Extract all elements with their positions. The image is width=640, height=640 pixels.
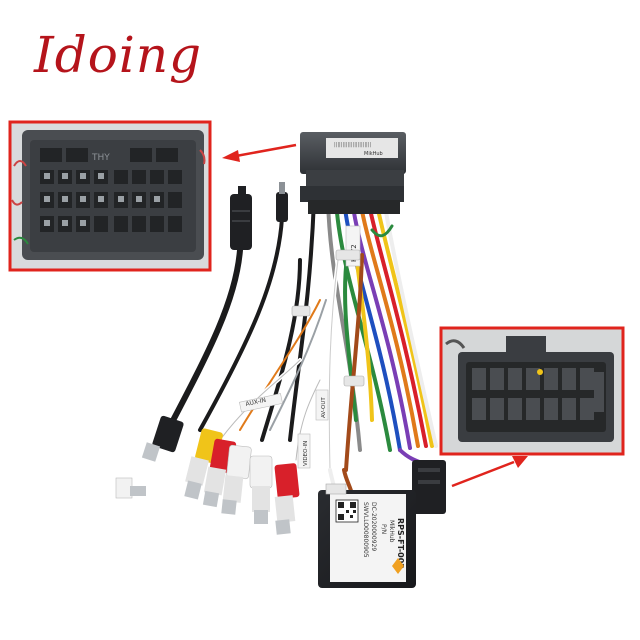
svg-text:AUX-IN: AUX-IN bbox=[245, 397, 267, 408]
main-connector: |||||||||||||||||||||| MikHub bbox=[300, 132, 406, 214]
svg-text:VIDEO-IN: VIDEO-IN bbox=[303, 441, 309, 466]
svg-text:P/N: P/N bbox=[380, 524, 387, 534]
svg-text:SWVLLO00800905: SWVLLO00800905 bbox=[362, 502, 369, 558]
mic-jack bbox=[276, 182, 288, 222]
wire-tag-rear: AV-OUT bbox=[315, 389, 329, 421]
canbus-decoder-box: SWVLLO00800905 DC-2020000929 P/N MikHub … bbox=[318, 483, 416, 588]
svg-text:RPS-FT-002: RPS-FT-002 bbox=[396, 518, 405, 569]
wire-tag-video: VIDEO-IN bbox=[297, 433, 311, 469]
plug-maker: MikHub bbox=[364, 151, 383, 157]
cluster-label: THY bbox=[91, 153, 110, 163]
rca-plugs bbox=[115, 415, 300, 535]
antenna-adapter bbox=[230, 186, 252, 250]
left-zoom-inset: THY bbox=[8, 120, 212, 272]
wire-tag-aux: AUX-IN bbox=[239, 393, 283, 413]
svg-text:DC-2020000929: DC-2020000929 bbox=[370, 502, 377, 551]
arrow-right-icon bbox=[451, 456, 528, 488]
arrow-left-icon bbox=[222, 143, 297, 162]
svg-text:AV-OUT: AV-OUT bbox=[321, 397, 327, 418]
cable-ties bbox=[291, 249, 365, 387]
iso-16pin-connector bbox=[412, 460, 446, 514]
logo-icon bbox=[392, 558, 404, 574]
plug-serial: |||||||||||||||||||||| bbox=[334, 142, 371, 148]
svg-text:MikHub: MikHub bbox=[388, 520, 395, 543]
brand-logo: Idoing bbox=[34, 26, 203, 84]
right-zoom-inset bbox=[439, 326, 625, 456]
